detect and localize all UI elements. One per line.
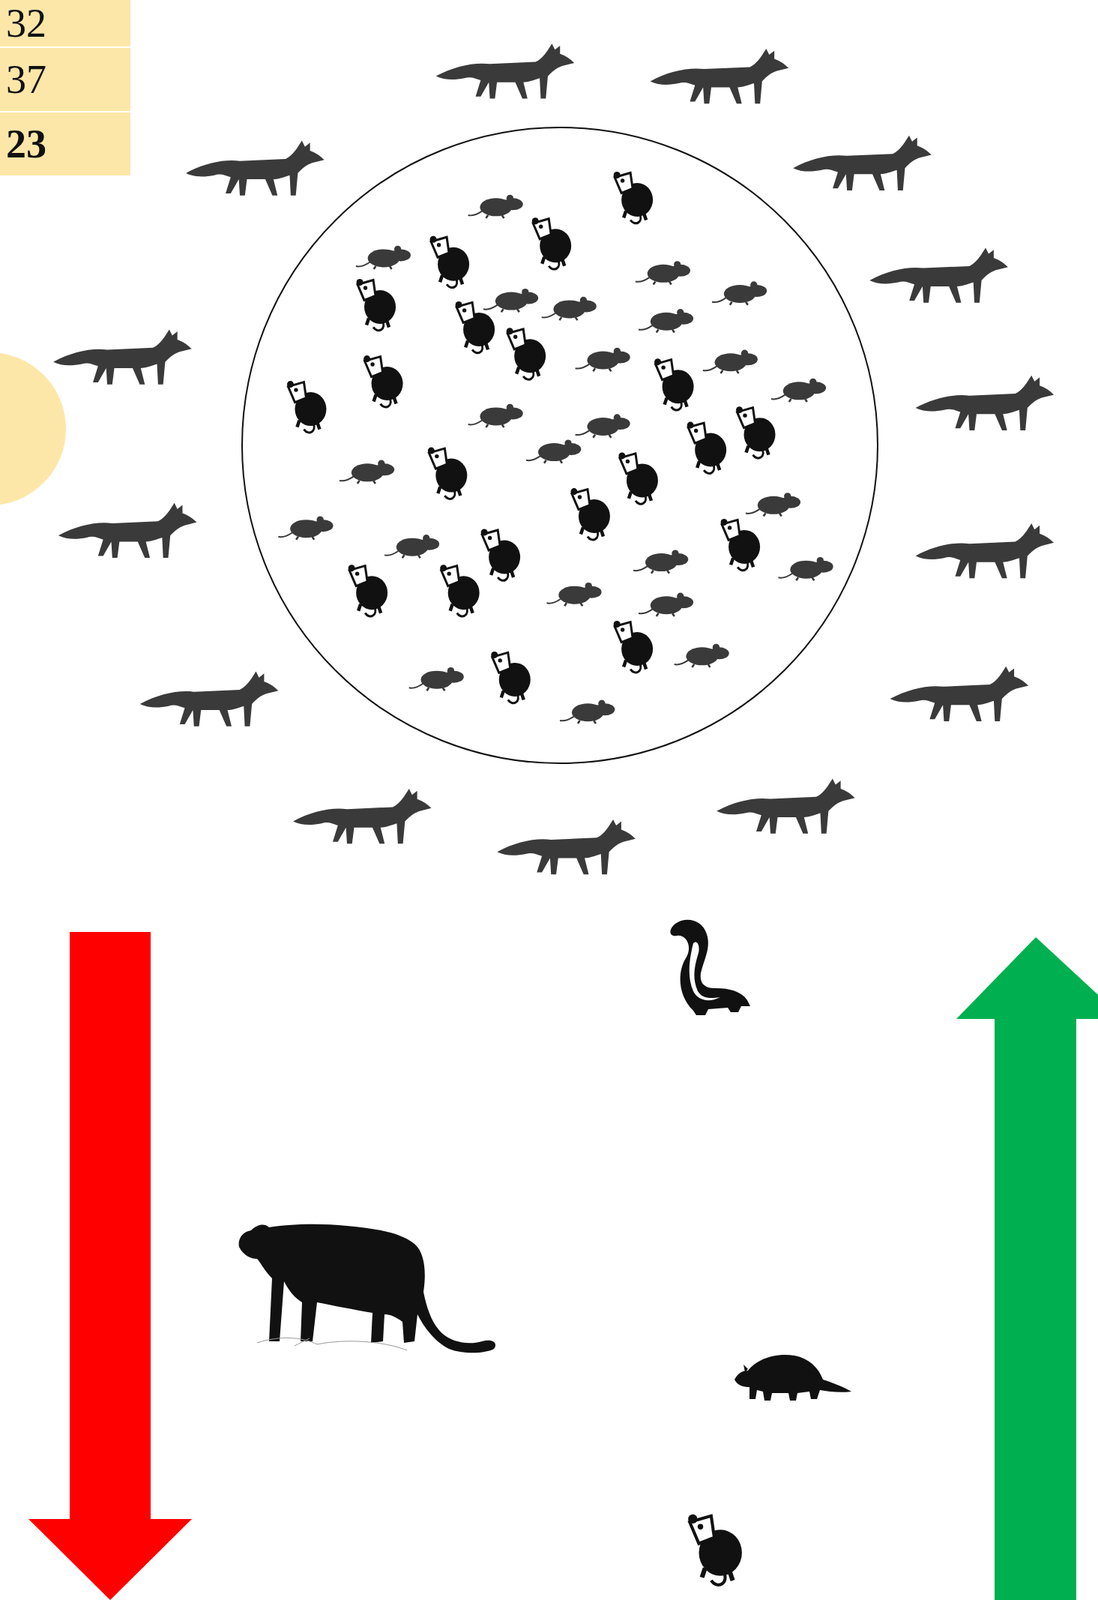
rodent-icon <box>638 308 694 333</box>
fox-silhouette <box>915 523 1055 578</box>
opossum-icon <box>654 358 695 410</box>
opossum-icon <box>430 236 470 288</box>
fox-silhouette <box>185 140 325 196</box>
fox-silhouette <box>53 329 192 384</box>
rodent-icon <box>467 403 523 428</box>
rodent-icon <box>384 534 440 558</box>
fox-silhouette <box>140 670 279 726</box>
rodent-icon <box>526 439 581 463</box>
table-cell: 37 <box>0 47 131 111</box>
data-table: 323723 <box>0 0 131 177</box>
opossum-icon <box>618 451 659 504</box>
fox-silhouette <box>436 43 575 99</box>
opossum-icon <box>613 171 654 224</box>
rodent-icon <box>541 296 596 321</box>
rodent-icon <box>635 260 691 285</box>
fox-silhouette <box>496 819 636 874</box>
habitat-circle <box>242 127 878 763</box>
rodent-icon <box>638 592 694 617</box>
fox-silhouette <box>792 135 932 191</box>
rodent-icon <box>771 378 826 402</box>
fox-silhouette <box>58 502 198 558</box>
rodent-icon <box>777 556 833 581</box>
fox-silhouette <box>869 247 1009 303</box>
opossum-icon <box>687 421 728 474</box>
rodent-icon <box>745 492 801 516</box>
rodent-icon <box>633 549 689 573</box>
opossum-icon <box>532 217 572 270</box>
opossum-silhouette <box>688 1513 742 1585</box>
opossum-icon <box>363 355 404 407</box>
rodent-icon <box>559 700 615 724</box>
opossum-icon <box>481 529 521 581</box>
rodent-icon <box>673 643 729 668</box>
rodent-icon <box>712 281 767 305</box>
rodent-icon <box>703 350 758 374</box>
rodent-icon <box>356 245 411 270</box>
rodent-icon <box>574 347 630 371</box>
fox-silhouette <box>890 666 1030 722</box>
rodent-icon <box>339 460 395 484</box>
table-cell: 32 <box>0 0 131 47</box>
down-arrow <box>28 931 192 1600</box>
yellow-disc <box>0 352 66 506</box>
opossum-icon <box>439 564 480 617</box>
up-arrow <box>956 936 1098 1600</box>
rodent-icon <box>483 288 539 312</box>
opossum-icon <box>427 447 468 500</box>
opossum-icon <box>348 564 389 617</box>
opossum-icon <box>735 406 776 458</box>
rodent-icon <box>467 194 523 219</box>
opossum-icon <box>287 380 327 433</box>
opossum-icon <box>490 651 531 704</box>
opossum-icon <box>506 327 547 380</box>
rodent-icon <box>546 582 602 606</box>
opossum-icon <box>570 487 611 540</box>
fox-silhouette <box>650 48 790 104</box>
rodent-icon <box>574 413 630 437</box>
armadillo-silhouette <box>734 1354 852 1401</box>
fox-silhouette <box>915 375 1055 431</box>
fox-silhouette <box>293 788 432 844</box>
puma-silhouette <box>239 1223 496 1353</box>
table-cell: 23 <box>0 112 131 176</box>
skunk-silhouette <box>670 919 751 1015</box>
opossum-icon <box>455 301 496 354</box>
opossum-icon <box>613 620 654 673</box>
rodent-icon <box>278 516 333 540</box>
opossum-icon <box>721 518 761 571</box>
rodent-icon <box>408 667 464 691</box>
opossum-icon <box>356 278 396 331</box>
fox-silhouette <box>716 777 856 833</box>
